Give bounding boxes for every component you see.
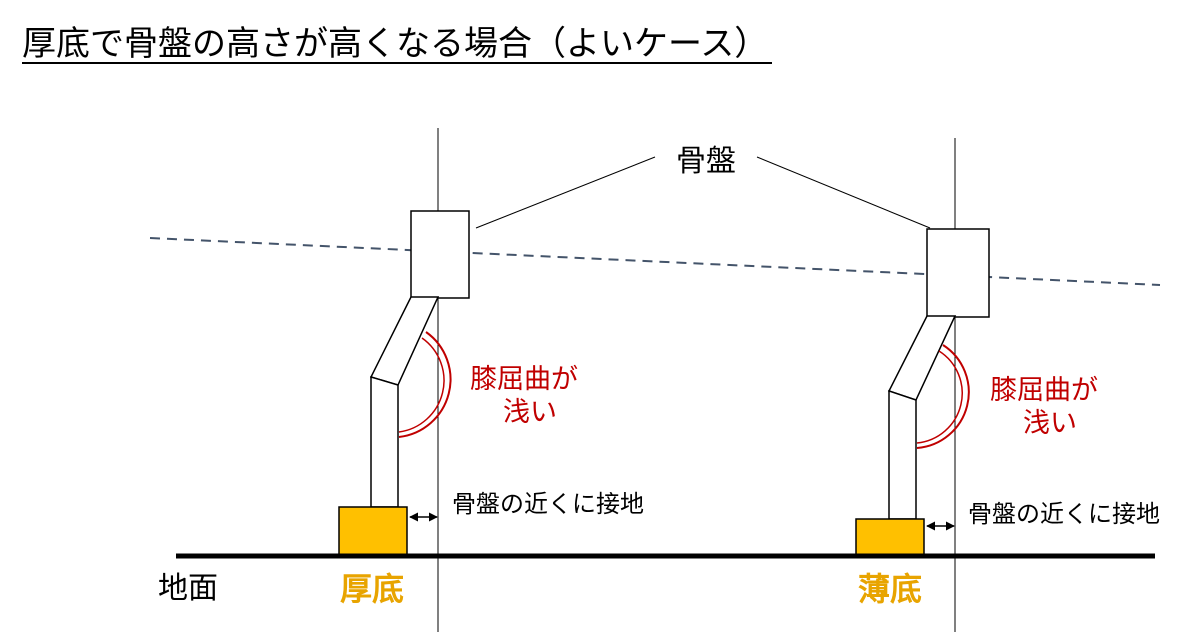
left-pelvis-box — [410, 210, 470, 299]
left-knee-label-line1: 膝屈曲が — [470, 364, 578, 395]
pelvis-label: 骨盤 — [676, 144, 736, 179]
right-knee-label-line2: 浅い — [1023, 408, 1077, 439]
left-thigh — [369, 296, 440, 386]
right-contact-label: 骨盤の近くに接地 — [968, 500, 1160, 528]
left-sole-label: 厚底 — [340, 570, 404, 608]
right-thin-sole — [855, 518, 925, 557]
left-knee-label-line2: 浅い — [503, 397, 557, 428]
right-sole-label: 薄底 — [858, 570, 922, 608]
pelvis-height-dashed-line — [149, 237, 1161, 286]
pelvis-leader-line-right — [756, 156, 931, 229]
left-thick-sole — [338, 506, 408, 557]
ground-label: 地面 — [158, 571, 218, 606]
right-thigh — [887, 315, 957, 401]
right-shank — [888, 389, 917, 520]
right-pelvis-box — [926, 228, 990, 318]
right-figure — [855, 228, 990, 557]
left-figure — [338, 210, 470, 557]
left-shank — [370, 375, 399, 508]
left-contact-label: 骨盤の近くに接地 — [452, 490, 644, 518]
left-knee-angle-arc-inner — [398, 337, 445, 433]
pelvis-leader-line-left — [475, 156, 656, 229]
right-knee-angle-arc-inner — [916, 350, 963, 444]
left-knee-angle-arc — [398, 331, 452, 438]
right-knee-angle-arc — [916, 344, 970, 449]
page-title: 厚底で骨盤の高さが高くなる場合（よいケース） — [22, 24, 768, 64]
right-knee-label-line1: 膝屈曲が — [990, 375, 1098, 406]
